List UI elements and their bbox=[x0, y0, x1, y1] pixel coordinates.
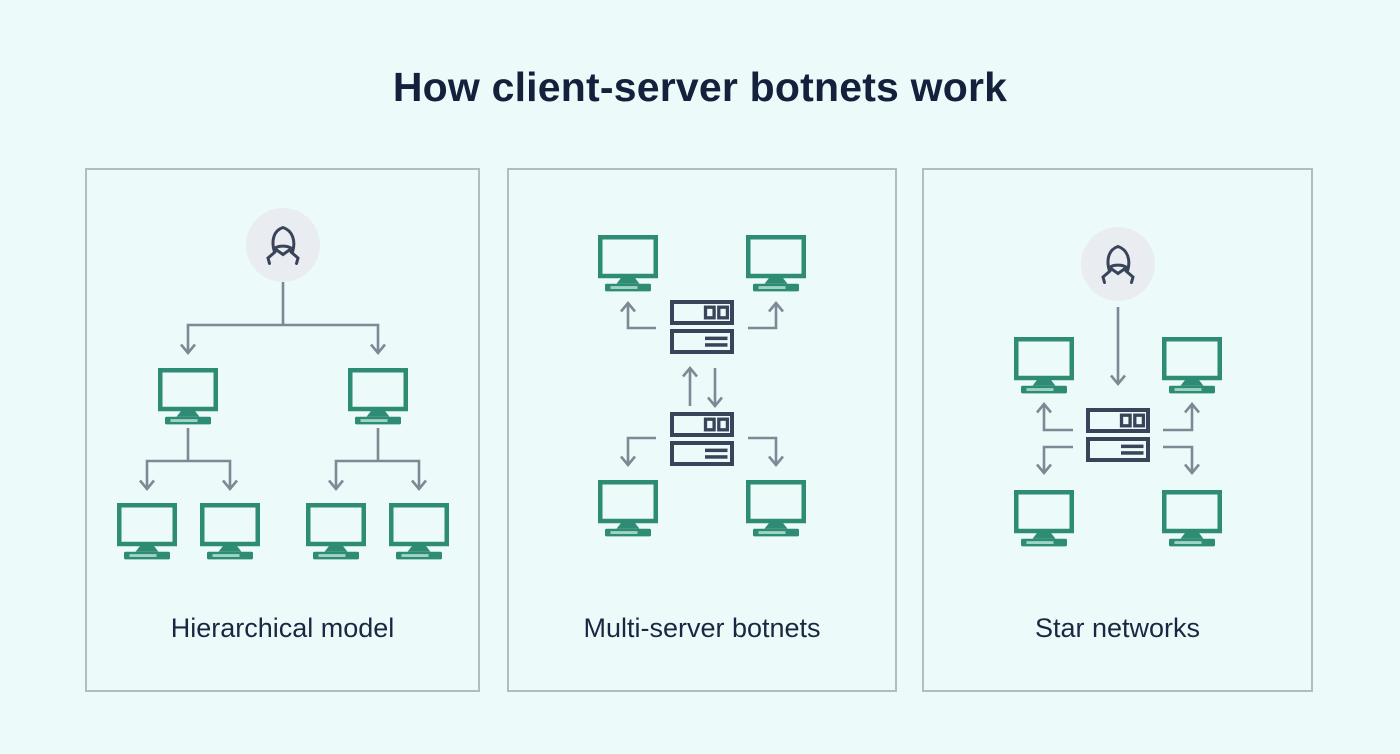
monitor-icon bbox=[119, 505, 175, 559]
connector-line bbox=[334, 459, 420, 487]
arrow-down-icon bbox=[1035, 463, 1052, 476]
monitor-icon bbox=[1164, 339, 1220, 393]
connector-line bbox=[1042, 445, 1073, 471]
multi-server-diagram bbox=[509, 170, 895, 686]
page-title: How client-server botnets work bbox=[392, 64, 1008, 110]
arrow-down-icon bbox=[1109, 374, 1126, 387]
panel-label: Hierarchical model bbox=[170, 613, 395, 643]
panel-multi-server-botnets: Multi-server botnets bbox=[507, 168, 897, 692]
arrow-down-icon bbox=[1183, 463, 1200, 476]
monitor-icon bbox=[202, 505, 258, 559]
monitor-icon bbox=[1016, 339, 1072, 393]
arrow-up-icon bbox=[1035, 401, 1052, 414]
arrow-up-icon bbox=[681, 365, 699, 378]
monitor-icon bbox=[1016, 492, 1072, 546]
arrow-down-icon bbox=[138, 479, 155, 492]
monitor-icon bbox=[748, 482, 804, 536]
panel-label: Star networks bbox=[1034, 613, 1201, 643]
arrow-down-icon bbox=[179, 343, 196, 356]
arrow-up-icon bbox=[619, 300, 637, 313]
arrow-up-icon bbox=[767, 300, 785, 313]
arrow-down-icon bbox=[369, 343, 386, 356]
connector-line bbox=[1042, 406, 1073, 432]
monitor-icon bbox=[160, 370, 216, 424]
connector-line bbox=[626, 436, 656, 463]
hacker-icon bbox=[1079, 226, 1156, 302]
panel-label: Multi-server botnets bbox=[583, 613, 821, 643]
connector-line bbox=[145, 459, 231, 487]
connector-line bbox=[626, 305, 656, 330]
arrow-down-icon bbox=[327, 479, 344, 492]
server-icon bbox=[670, 412, 734, 466]
monitor-icon bbox=[600, 237, 656, 291]
arrow-down-icon bbox=[767, 455, 785, 468]
server-icon bbox=[1085, 408, 1150, 462]
hierarchical-diagram bbox=[90, 207, 476, 686]
arrow-down-icon bbox=[410, 479, 427, 492]
hacker-icon bbox=[244, 207, 321, 283]
arrow-down-icon bbox=[619, 455, 637, 468]
monitor-icon bbox=[748, 237, 804, 291]
arrow-down-icon bbox=[221, 479, 238, 492]
panel-star-networks: Star networks bbox=[922, 168, 1313, 692]
connector-line bbox=[1162, 406, 1193, 432]
connector-line bbox=[186, 323, 379, 351]
monitor-icon bbox=[600, 482, 656, 536]
monitor-icon bbox=[391, 505, 447, 559]
server-icon bbox=[670, 300, 734, 354]
monitor-icon bbox=[350, 370, 406, 424]
arrow-down-icon bbox=[706, 396, 724, 409]
connector-line bbox=[748, 436, 778, 463]
panel-hierarchical-model: Hierarchical model bbox=[85, 168, 480, 692]
star-network-diagram bbox=[925, 226, 1311, 686]
connector-line bbox=[1162, 445, 1193, 471]
monitor-icon bbox=[308, 505, 364, 559]
connector-line bbox=[748, 305, 778, 330]
arrow-up-icon bbox=[1183, 401, 1200, 414]
monitor-icon bbox=[1164, 492, 1220, 546]
